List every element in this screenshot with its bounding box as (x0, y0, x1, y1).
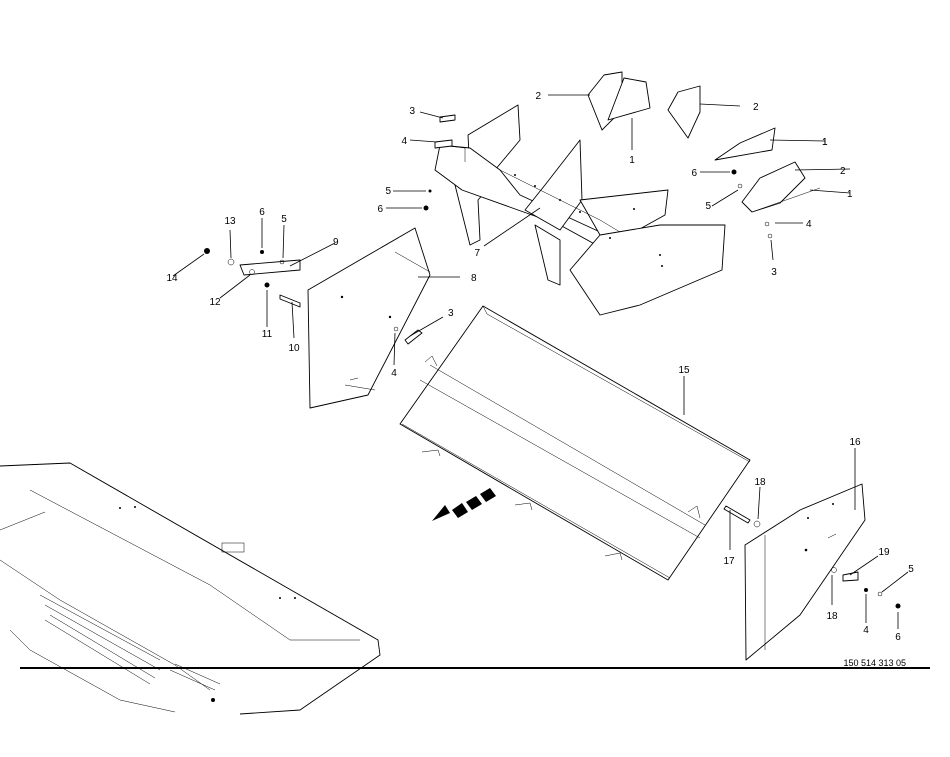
callout-label: 4 (391, 368, 397, 379)
callout-label: 11 (262, 329, 273, 340)
callout-label: 14 (166, 273, 178, 284)
callout-label: 4 (806, 219, 812, 230)
machine-body (0, 462, 381, 715)
callout-label: 2 (753, 102, 759, 113)
part-15-cover (399, 305, 751, 581)
callout-label: 4 (863, 625, 869, 636)
callout-label: 2 (840, 166, 846, 177)
callout-label: 2 (535, 91, 541, 102)
callout-label: 17 (723, 556, 735, 567)
part-7-frame (434, 104, 726, 316)
callout-label: 5 (705, 201, 711, 212)
callout-label: 12 (209, 297, 221, 308)
callout-label: 1 (822, 137, 828, 148)
callout-label: 5 (281, 214, 287, 225)
callout-label: 10 (288, 343, 300, 354)
callout-label: 5 (908, 564, 914, 575)
callout-label: 6 (895, 632, 901, 643)
drawing-reference-number: 150 514 313 05 (843, 658, 906, 668)
callout-label: 13 (224, 216, 236, 227)
callout-label: 3 (771, 267, 777, 278)
callout-label: 18 (754, 477, 766, 488)
callout-label: 5 (385, 186, 391, 197)
callout-label: 19 (878, 547, 890, 558)
callout-label: 6 (377, 204, 383, 215)
callout-label: 1 (629, 155, 635, 166)
callout-label: 3 (448, 308, 454, 319)
callout-label: 4 (401, 136, 407, 147)
callout-label: 1 (822, 137, 828, 148)
part-8-side-plate (307, 227, 431, 409)
part-1-2-deflectors (587, 71, 821, 213)
callout-label: 9 (333, 237, 339, 248)
hardware (204, 114, 901, 609)
callout-label: 6 (259, 207, 265, 218)
callout-label: 3 (409, 106, 415, 117)
part-16-side-plate (744, 483, 866, 661)
leader-lines (172, 94, 909, 629)
callout-label: 16 (849, 437, 861, 448)
callout-label: 1 (847, 189, 853, 200)
callout-labels: 2 1 2 1 3 4 5 6 7 1 2 6 5 1 4 3 13 6 5 9… (166, 91, 914, 643)
callout-label: 15 (678, 365, 690, 376)
callout-label: 6 (691, 168, 697, 179)
callout-label: 18 (826, 611, 838, 622)
callout-label: 7 (474, 248, 480, 259)
callout-label: 8 (471, 273, 477, 284)
direction-arrow (432, 488, 496, 521)
